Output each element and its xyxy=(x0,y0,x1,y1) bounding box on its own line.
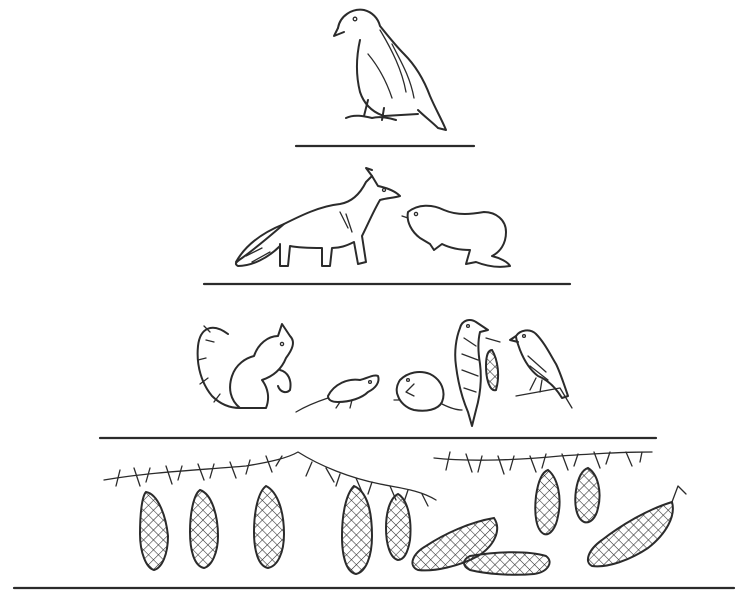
small-cone-held-icon xyxy=(486,350,498,390)
eagle-icon xyxy=(334,10,446,130)
level-3-predators xyxy=(236,168,510,267)
mouse-icon xyxy=(296,375,379,412)
vole-icon xyxy=(394,372,462,411)
spruce-cone-icon xyxy=(140,468,686,575)
level-2-primary-consumers xyxy=(198,320,572,426)
level-1-producers xyxy=(104,452,686,575)
marten-icon xyxy=(402,206,510,267)
level-4-top-predator xyxy=(334,10,446,130)
squirrel-icon xyxy=(198,324,293,408)
spruce-branch-icon xyxy=(104,452,652,506)
crossbill-icon xyxy=(510,330,572,408)
fox-icon xyxy=(236,168,400,266)
